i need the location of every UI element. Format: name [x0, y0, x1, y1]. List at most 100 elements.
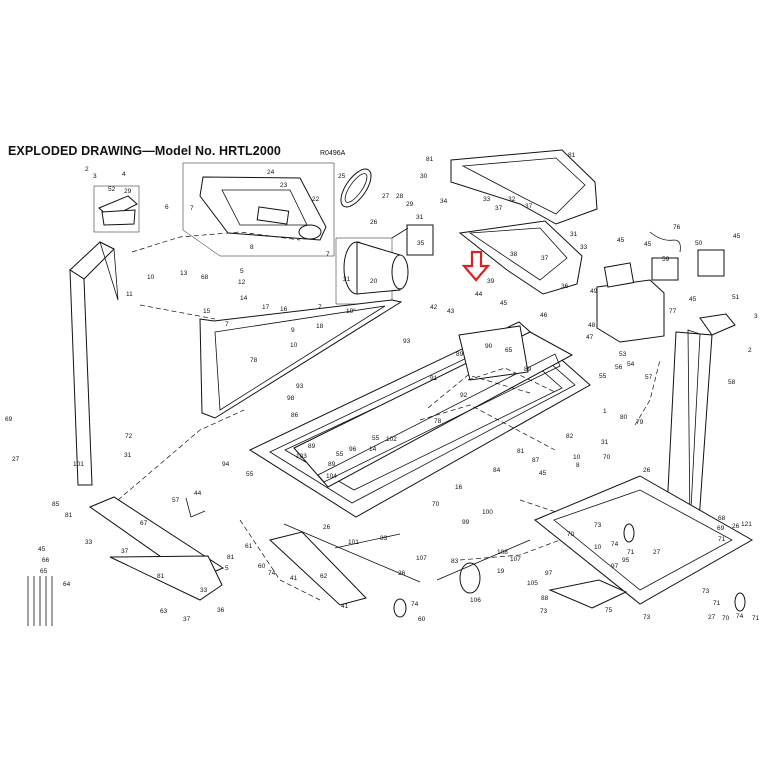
part-label: 106 [470, 597, 481, 604]
part-label: 37 [541, 255, 549, 262]
part-label: 24 [267, 169, 275, 176]
part-label: 57 [645, 374, 653, 381]
part-label: 101 [348, 539, 359, 546]
front-base [88, 496, 531, 618]
part-label: 31 [570, 231, 578, 238]
part-label: 14 [369, 446, 377, 453]
part-label: 70 [722, 615, 730, 622]
tool-set [27, 497, 206, 626]
part-label: 7 [318, 304, 322, 311]
part-label: 81 [426, 156, 434, 163]
part-label: 66 [42, 557, 50, 564]
part-label: 74 [611, 541, 619, 548]
part-label: 49 [590, 288, 598, 295]
part-label: 12 [238, 279, 246, 286]
part-label: 25 [338, 173, 346, 180]
part-label: 81 [517, 448, 525, 455]
part-label: 31 [124, 452, 132, 459]
part-label: 23 [280, 182, 288, 189]
part-label: 75 [605, 607, 613, 614]
part-label: 45 [38, 546, 46, 553]
part-label: 78 [250, 357, 258, 364]
part-label: 70 [567, 531, 575, 538]
side-rail-pad-left [199, 299, 403, 419]
part-label: 77 [669, 308, 677, 315]
part-label: 27 [708, 614, 716, 621]
part-label: 26 [398, 570, 406, 577]
part-label: 33 [483, 196, 491, 203]
part-label: 26 [732, 523, 740, 530]
part-label: 87 [532, 457, 540, 464]
part-label: 63 [160, 608, 168, 615]
part-label: 3 [754, 313, 758, 320]
part-label: 58 [728, 379, 736, 386]
part-label: 89 [328, 461, 336, 468]
part-label: 7 [225, 321, 229, 328]
part-label: 16 [455, 484, 463, 491]
part-label: 46 [540, 312, 548, 319]
part-label: 30 [420, 173, 428, 180]
part-label: 95 [622, 557, 630, 564]
part-label: 34 [440, 198, 448, 205]
motor-hood [450, 149, 598, 295]
part-label: 91 [430, 375, 438, 382]
part-label: 68 [718, 515, 726, 522]
part-label: 19" [346, 308, 356, 315]
part-label: 83 [380, 535, 388, 542]
part-label: 44 [475, 291, 483, 298]
right-upright [665, 313, 736, 536]
part-label: 39 [487, 278, 495, 285]
part-label: 32 [508, 196, 516, 203]
part-label: 80 [620, 414, 628, 421]
part-label: 55 [336, 451, 344, 458]
drawing-reference: R0496A [320, 150, 346, 157]
part-label: 17 [262, 304, 270, 311]
part-label: 71 [718, 536, 726, 543]
part-label: 101 [73, 461, 84, 468]
part-label: 45 [644, 241, 652, 248]
part-label: 57 [172, 497, 180, 504]
part-label: 14 [240, 295, 248, 302]
part-label: 10 [594, 544, 602, 551]
part-label: 2 [85, 166, 89, 173]
part-label: 7 [190, 205, 194, 212]
part-label: 3 [93, 173, 97, 180]
part-label: 59 [662, 256, 670, 263]
part-label: 103 [296, 453, 307, 460]
part-label: 72 [125, 433, 133, 440]
left-upright [69, 241, 119, 486]
part-label: 10 [290, 342, 298, 349]
part-label: 92 [460, 392, 468, 399]
part-label: 11 [126, 291, 133, 298]
part-label: 36 [561, 283, 569, 290]
assembly-guides [117, 231, 661, 601]
callout-arrow [461, 250, 491, 282]
part-label: 73 [643, 614, 651, 621]
part-label: 61 [245, 543, 253, 550]
part-label: 44 [194, 490, 202, 497]
part-label: 55 [599, 373, 607, 380]
part-label: 76 [673, 224, 681, 231]
part-label: 60 [258, 563, 266, 570]
part-label: 85 [52, 501, 60, 508]
controller-board [596, 231, 725, 343]
part-label: 26 [370, 219, 378, 226]
rear-base-frame [534, 475, 754, 612]
part-label: 69 [717, 525, 725, 532]
part-label: 81 [227, 554, 235, 561]
part-label: 64 [63, 581, 71, 588]
part-label: 56 [615, 364, 623, 371]
part-label: 55 [246, 471, 254, 478]
part-label: 31 [601, 439, 609, 446]
part-label: 88 [541, 595, 549, 602]
part-label: 45 [617, 237, 625, 244]
part-label: 82 [566, 433, 574, 440]
part-label: 74 [736, 613, 744, 620]
part-label: 10 [573, 454, 581, 461]
part-label: 29 [406, 201, 414, 208]
part-label: 89 [524, 366, 532, 373]
part-label: 89 [456, 351, 464, 358]
part-label: 37 [183, 616, 191, 623]
part-label: 48 [588, 322, 596, 329]
part-label: 35 [417, 240, 425, 247]
